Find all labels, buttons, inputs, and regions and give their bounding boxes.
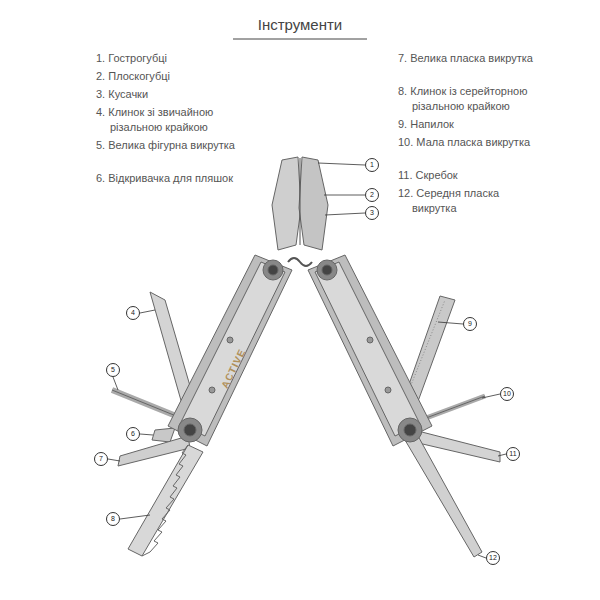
callout-number: 3 xyxy=(365,206,379,220)
callout-number: 10 xyxy=(500,387,514,401)
callout-number: 6 xyxy=(126,427,140,441)
callout-number: 1 xyxy=(365,158,379,172)
callout-number: 12 xyxy=(486,551,500,565)
tool-name: 8. Клинок із серейторною різальною крайк… xyxy=(398,84,572,114)
tool-name: 9. Напилок xyxy=(398,117,562,132)
tool-name: 2. Плоскогубці xyxy=(96,69,260,84)
callout-number: 11 xyxy=(506,447,520,461)
callout-number: 5 xyxy=(106,363,120,377)
callout-number: 7 xyxy=(94,452,108,466)
callout-number: 9 xyxy=(463,317,477,331)
tool-name: 11. Скребок xyxy=(398,168,562,183)
leader-lines xyxy=(108,163,506,558)
tool-name: 4. Клинок зі звичайною різальною крайкою xyxy=(96,105,250,135)
callout-number: 2 xyxy=(365,188,379,202)
title-rule xyxy=(233,39,367,40)
callout-number: 8 xyxy=(106,512,120,526)
tool-name: 7. Велика пласка викрутка xyxy=(398,51,542,66)
tools xyxy=(112,157,500,557)
tool-name: 5. Велика фігурна викрутка xyxy=(96,138,235,153)
tool-name: 1. Гострогубці xyxy=(96,51,260,66)
tool-name: 10. Мала пласка викрутка xyxy=(398,135,542,150)
tool-name: 12. Середня пласка викрутка xyxy=(398,186,542,216)
tool-name: 6. Відкривачка для пляшок xyxy=(96,171,235,186)
tool-name: 3. Кусачки xyxy=(96,87,260,102)
heading: Інструменти xyxy=(200,16,400,34)
callout-number: 4 xyxy=(126,306,140,320)
